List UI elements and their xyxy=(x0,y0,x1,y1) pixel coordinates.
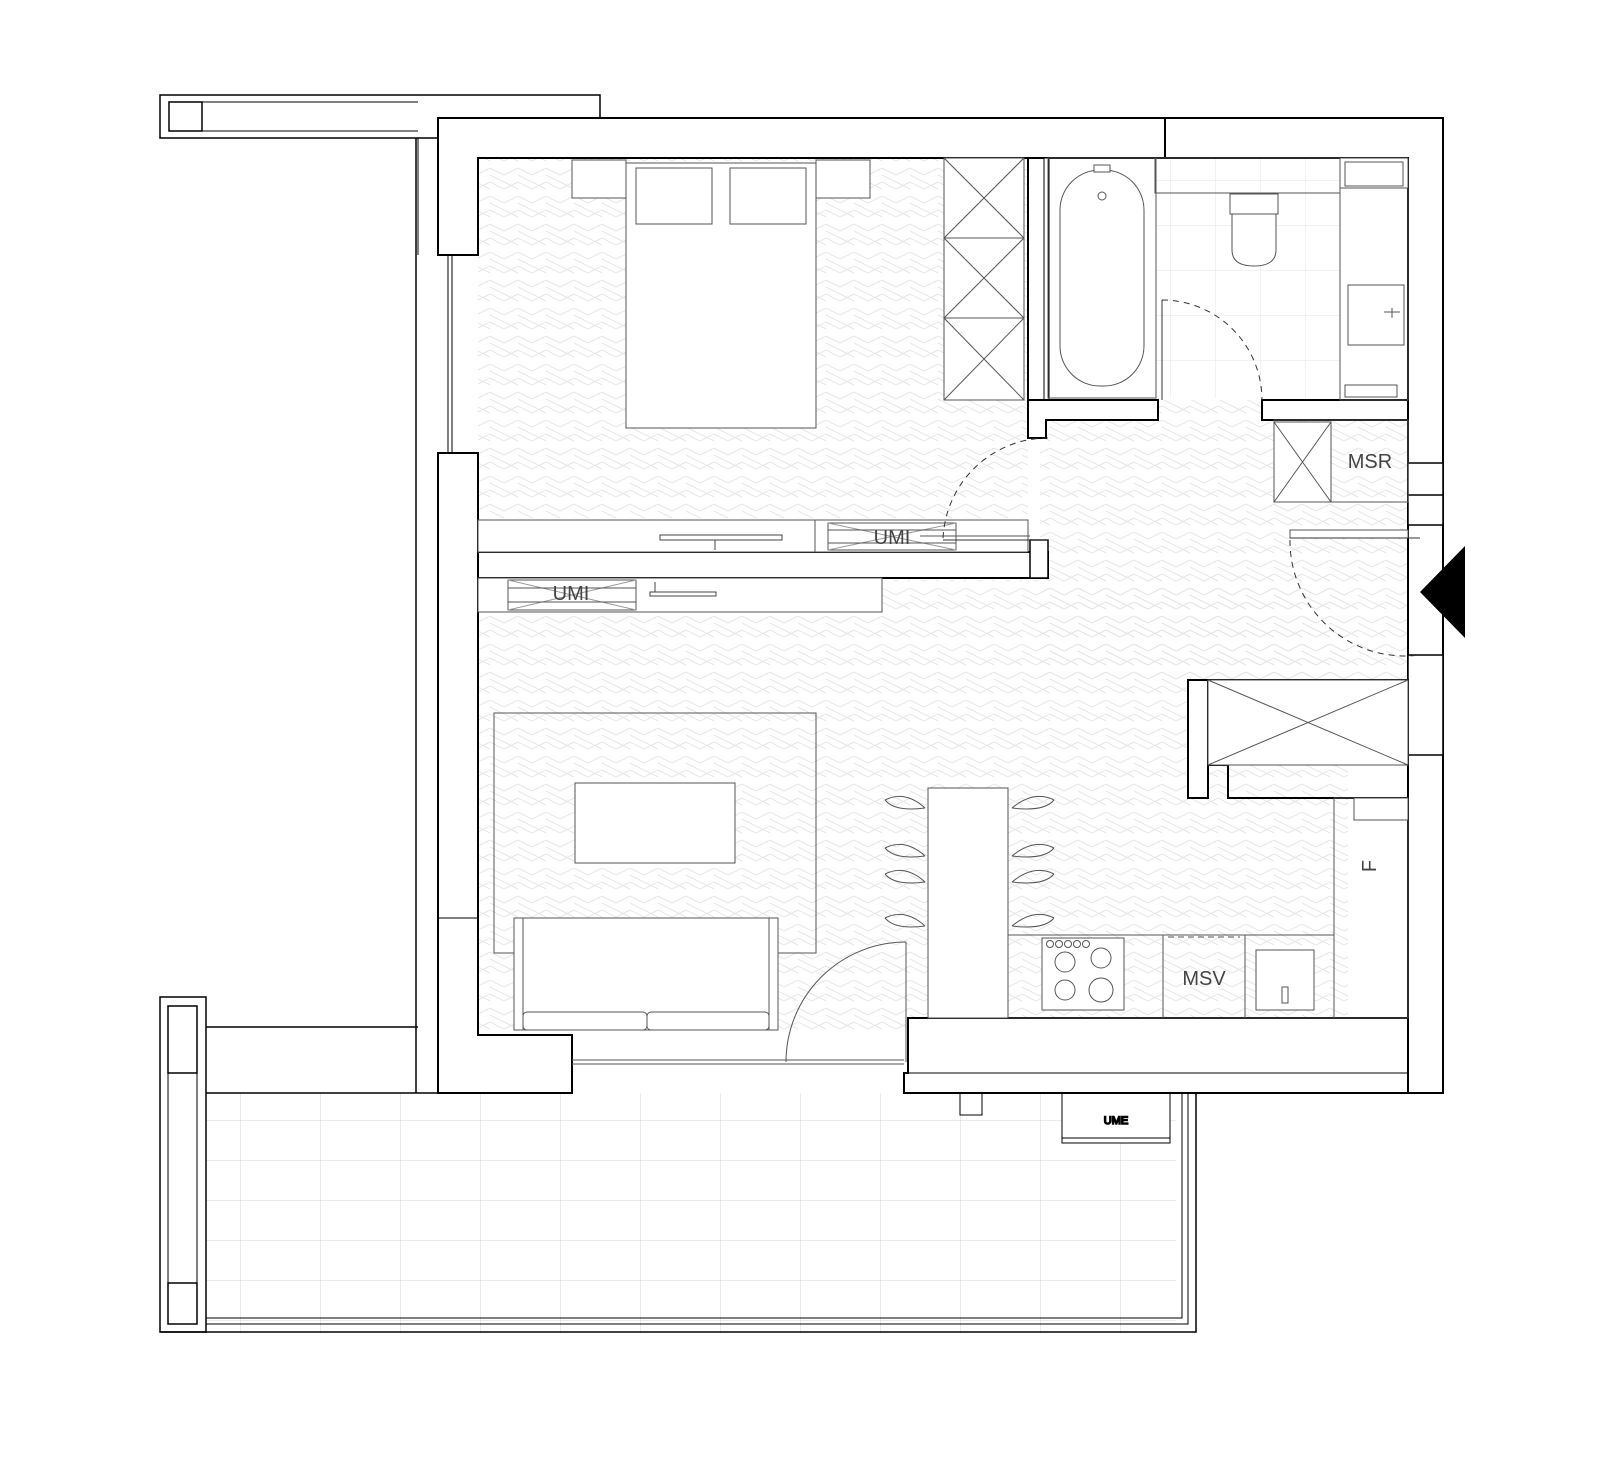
wall-bath-left xyxy=(1027,157,1047,421)
entry-arrow-icon xyxy=(1420,546,1465,638)
dining-table xyxy=(927,787,1009,1019)
ume-label: UME xyxy=(1104,1115,1128,1127)
balcony-left-rail xyxy=(159,996,207,1333)
balcony-bottom-inner xyxy=(206,1093,1189,1325)
toilet-icon xyxy=(1229,193,1279,215)
sink-bath-icon xyxy=(1347,284,1405,346)
bathtub-inner xyxy=(1059,169,1145,387)
coffee-table xyxy=(574,782,736,864)
umi-living-label: UMI xyxy=(553,583,590,605)
closet-hall-x xyxy=(1207,679,1409,766)
nightstand-right xyxy=(815,159,871,199)
wall-left-lower xyxy=(437,452,573,1094)
doors xyxy=(572,299,1421,1065)
floor-areas xyxy=(206,158,1410,1333)
wardrobe-x xyxy=(943,157,1025,401)
burner xyxy=(1054,951,1076,973)
sofa-cushion-right xyxy=(646,1011,770,1031)
wardrobe xyxy=(943,157,1025,401)
sofa-arm-right xyxy=(768,917,779,1031)
burner xyxy=(1090,947,1112,969)
drain xyxy=(1097,191,1107,201)
chair-icon xyxy=(1011,913,1055,928)
chair-icon xyxy=(1011,795,1055,810)
wall-hall-right-mid xyxy=(1407,494,1444,526)
tv-icon xyxy=(659,534,783,550)
sink-tap xyxy=(1384,308,1400,318)
partition-end xyxy=(1029,539,1049,579)
bath-faucet xyxy=(1093,164,1111,173)
sofa-cushion-left xyxy=(522,1011,648,1031)
umi-bedroom-label: UMI xyxy=(874,527,911,549)
chairs xyxy=(884,795,1055,928)
ac-unit-living-x xyxy=(507,579,637,611)
wall-hall-right-lower xyxy=(1407,654,1444,756)
bathtub-icon xyxy=(1047,157,1157,399)
cooktop-knob xyxy=(1082,940,1090,948)
balcony-top-rail xyxy=(159,94,601,139)
balcony-bottom-outer xyxy=(160,1093,1197,1333)
chair-icon xyxy=(884,795,926,810)
msr-box-x xyxy=(1273,421,1332,503)
door-swing-icon xyxy=(1161,299,1263,401)
cooktop-knob xyxy=(1064,940,1072,948)
wall-bath-bottom-left xyxy=(1027,399,1159,439)
burner xyxy=(1088,977,1114,1003)
faucet xyxy=(1281,986,1289,1004)
pillow-right xyxy=(729,167,807,225)
bath-bottom-shelf xyxy=(1344,384,1398,398)
chair-icon xyxy=(1011,843,1055,858)
balcony-left-post-top xyxy=(167,1005,198,1074)
chair-icon xyxy=(884,869,926,884)
living-furniture: UMI xyxy=(477,577,1055,1031)
shelf-hall xyxy=(1289,529,1409,539)
burner xyxy=(1054,979,1076,1001)
wall-bottom-right xyxy=(903,1017,1409,1094)
nightstand-left xyxy=(571,159,627,199)
chair-icon xyxy=(884,843,926,858)
cooktop-knob xyxy=(1055,940,1063,948)
door-swing-icon xyxy=(785,941,907,1063)
toilet-bowl xyxy=(1231,213,1277,267)
fridge-label: F xyxy=(1359,860,1381,872)
chair-icon xyxy=(884,913,926,928)
door-swing-icon xyxy=(942,437,1049,541)
wall-partition xyxy=(477,551,1049,579)
balcony-top-rail-inner xyxy=(168,101,203,132)
bedroom-furniture: UMI xyxy=(477,157,1030,553)
tv-living-icon xyxy=(649,582,717,597)
balcony-bottom-inner-b xyxy=(206,1093,1183,1319)
sofa-arm-left xyxy=(513,917,524,1031)
msv-label: MSV xyxy=(1182,968,1226,990)
door-swing-icon xyxy=(1289,539,1421,657)
fridge-top xyxy=(1353,797,1409,821)
bath-shelf-inner xyxy=(1344,161,1404,187)
msr-label: MSR xyxy=(1348,451,1392,473)
chair-icon xyxy=(1011,869,1055,884)
ac-unit-bedroom-x xyxy=(827,522,957,551)
kitchen: MSV F xyxy=(1007,797,1409,1019)
walls xyxy=(437,117,1444,1094)
bathroom xyxy=(1047,157,1409,401)
wall-closet-jamb xyxy=(1187,679,1209,799)
pillow-left xyxy=(635,167,713,225)
cooktop-knob xyxy=(1073,940,1081,948)
cooktop-knob xyxy=(1046,940,1054,948)
hall-storage: MSR xyxy=(1207,419,1409,766)
wall-bath-bottom-right xyxy=(1261,399,1409,421)
balcony-floor xyxy=(206,1093,1176,1333)
balcony-left-post-bottom xyxy=(167,1282,198,1325)
cooktop-icon xyxy=(1041,937,1125,1011)
